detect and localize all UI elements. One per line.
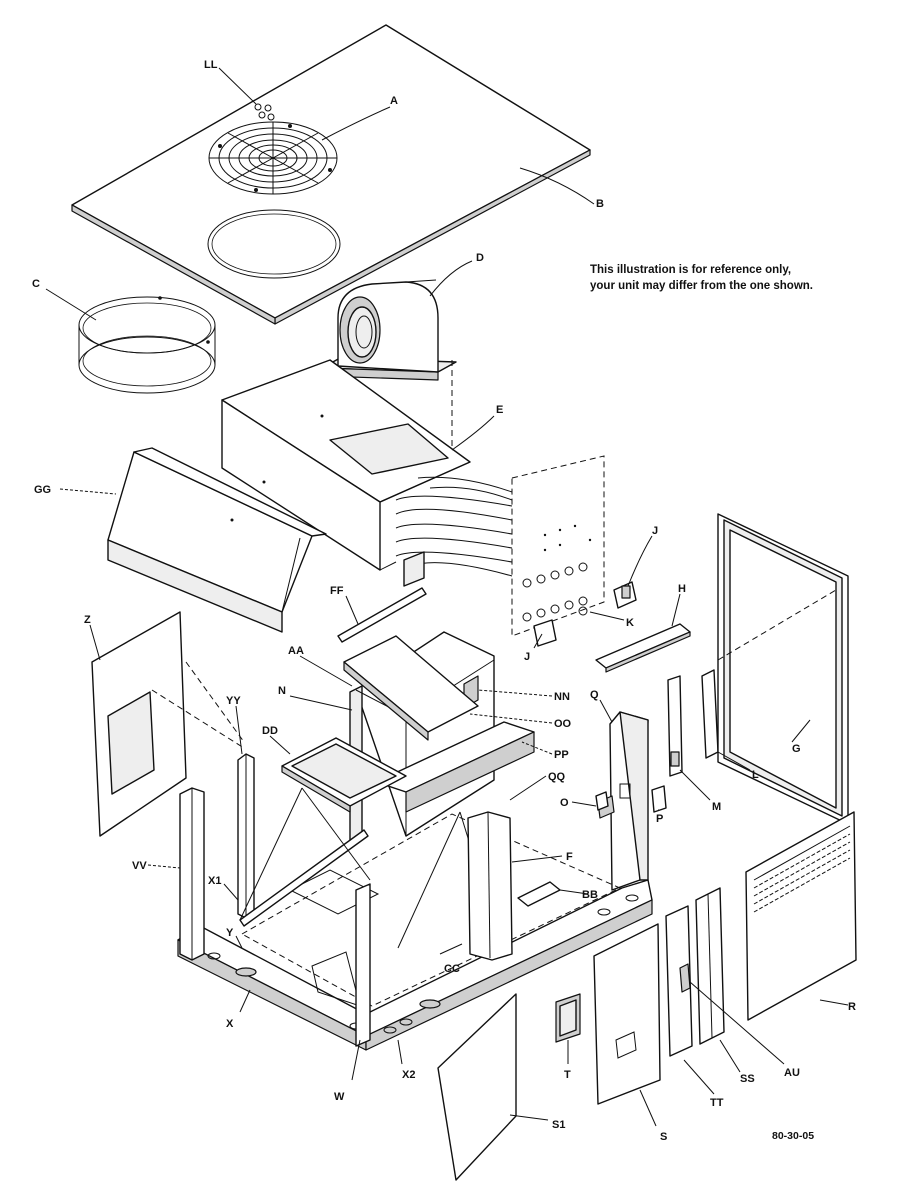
callout-ll: LL xyxy=(204,59,218,71)
callout-w: W xyxy=(334,1091,345,1103)
switch-o xyxy=(595,791,615,819)
flue-hood xyxy=(107,447,327,633)
callout-m: M xyxy=(712,801,721,813)
rail-bb xyxy=(517,881,561,907)
callout-nn: NN xyxy=(554,691,570,703)
callout-t: T xyxy=(564,1069,571,1081)
bracket-m xyxy=(667,675,683,777)
callout-bb: BB xyxy=(582,889,598,901)
callout-x: X xyxy=(226,1018,234,1030)
corner-panel-tt xyxy=(665,905,693,1057)
bracket-j-upper xyxy=(613,581,637,609)
callout-yy: YY xyxy=(226,695,241,707)
support-channel-aa xyxy=(343,635,479,741)
grommet-k xyxy=(578,606,588,616)
callout-au: AU xyxy=(784,1067,800,1079)
callout-ff: FF xyxy=(330,585,344,597)
plate-p xyxy=(651,785,667,813)
corner-post-q xyxy=(609,711,649,891)
support-channel-pp xyxy=(375,721,535,813)
callout-j-lower: J xyxy=(524,651,530,663)
callout-y: Y xyxy=(226,927,234,939)
blower-assembly xyxy=(321,279,457,452)
heat-exchanger-tubes xyxy=(395,476,513,587)
brace-w xyxy=(355,883,371,1047)
callout-d: D xyxy=(476,252,484,264)
callout-qq: QQ xyxy=(548,771,566,783)
support-rod-ff xyxy=(337,587,427,643)
callout-f: F xyxy=(566,851,573,863)
control-box-t xyxy=(555,993,581,1043)
orifice-ring xyxy=(78,296,216,394)
post-l xyxy=(701,669,719,759)
access-panel-s1 xyxy=(437,993,517,1181)
callout-ss: SS xyxy=(740,1073,755,1085)
callout-n: N xyxy=(278,685,286,697)
divider-x1 xyxy=(239,829,369,927)
figure-number: 80-30-05 xyxy=(772,1130,814,1142)
louvers xyxy=(753,825,851,913)
callout-q: Q xyxy=(590,689,599,701)
access-panel-s xyxy=(593,923,661,1105)
callout-r: R xyxy=(848,1001,856,1013)
top-panel xyxy=(71,24,591,325)
callout-k: K xyxy=(626,617,634,629)
leader-lines xyxy=(45,67,849,1127)
post-f xyxy=(467,811,513,961)
callout-b: B xyxy=(596,198,604,210)
callout-dd: DD xyxy=(262,725,278,737)
vest-panel xyxy=(511,455,605,637)
callout-s1: S1 xyxy=(552,1119,565,1131)
drain-pan-dd xyxy=(281,737,407,813)
callout-a: A xyxy=(390,95,398,107)
bracket-j-lower xyxy=(533,619,557,647)
callout-o: O xyxy=(560,797,569,809)
heat-exchanger-enclosure xyxy=(221,359,471,571)
callout-g: G xyxy=(792,743,801,755)
callout-aa: AA xyxy=(288,645,304,657)
post-yy xyxy=(237,753,255,919)
callout-p: P xyxy=(656,813,663,825)
filter-h xyxy=(595,623,691,673)
callout-tt: TT xyxy=(710,1097,724,1109)
fan-grille xyxy=(208,121,338,195)
note-line-1: This illustration is for reference only, xyxy=(590,264,791,276)
callout-gg: GG xyxy=(34,484,51,496)
note-line-2: your unit may differ from the one shown. xyxy=(590,280,813,292)
callout-s: S xyxy=(660,1131,667,1143)
louvered-panel-r xyxy=(745,811,857,1021)
callout-x2: X2 xyxy=(402,1069,415,1081)
callout-vv: VV xyxy=(132,860,147,872)
callout-e: E xyxy=(496,404,503,416)
callout-oo: OO xyxy=(554,718,572,730)
callout-j-upper: J xyxy=(652,525,658,537)
callout-x1: X1 xyxy=(208,875,221,887)
side-panel-z xyxy=(91,611,245,837)
callout-labels: LL A B C D E GG J H FF K Z J AA N NN Q Y… xyxy=(32,59,856,1143)
callout-pp: PP xyxy=(554,749,569,761)
callout-c: C xyxy=(32,278,40,290)
callout-l: L xyxy=(752,769,759,781)
screws-ll xyxy=(254,103,275,121)
callout-h: H xyxy=(678,583,686,595)
back-panel-g xyxy=(717,513,849,825)
callout-cc: CC xyxy=(444,963,460,975)
reference-note: This illustration is for reference only,… xyxy=(590,264,813,292)
callout-z: Z xyxy=(84,614,91,626)
corner-post-vv xyxy=(179,787,205,961)
